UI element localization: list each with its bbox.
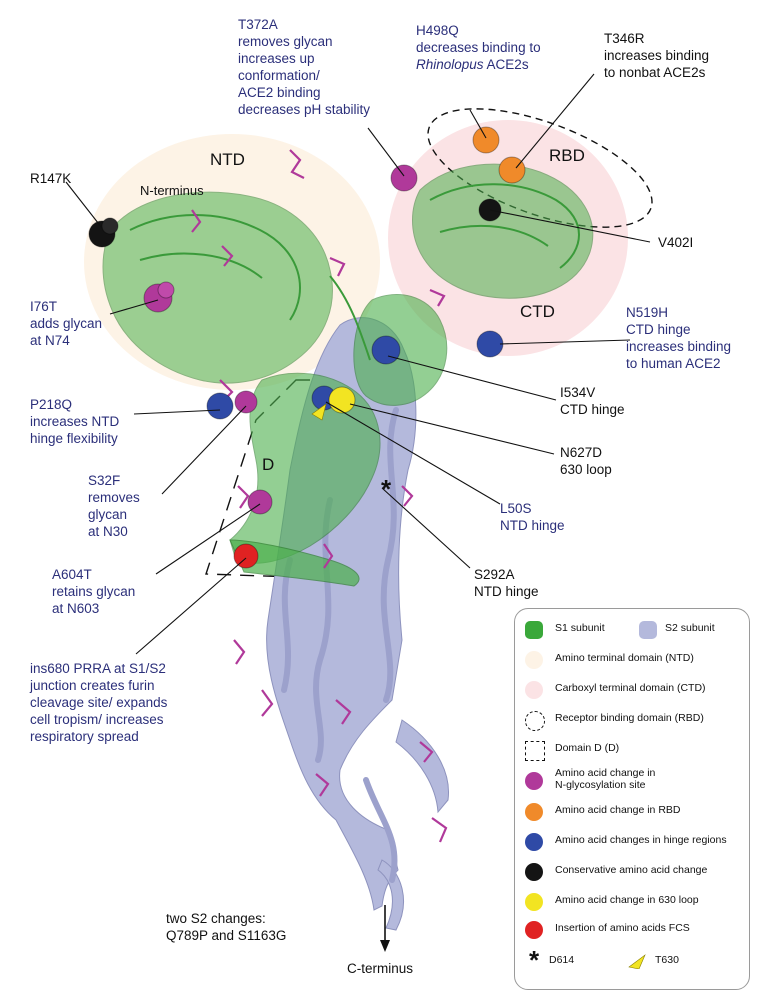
h498q-line2: decreases binding to [416, 40, 541, 55]
n-terminus-label: N-terminus [140, 183, 204, 198]
legend-row-ctd: Carboxyl terminal domain (CTD) [515, 677, 749, 703]
rbd-dashed-circle-swatch [525, 711, 545, 731]
legend-ctd-text: Carboxyl terminal domain (CTD) [555, 682, 706, 694]
legend-conservative-text: Conservative amino acid change [555, 864, 708, 876]
conservative-swatch [525, 863, 543, 881]
p218q-annotation: P218Q increases NTD hinge flexibility [30, 397, 120, 446]
ctd-label: CTD [520, 302, 555, 321]
ntd-swatch [525, 651, 543, 669]
rbd-label: RBD [549, 146, 585, 165]
i76t-annotation: I76T adds glycan at N74 [30, 299, 103, 348]
legend-rbd-change-text: Amino acid change in RBD [555, 804, 681, 816]
legend-s2-text: S2 subunit [665, 622, 715, 634]
hinge-swatch [525, 833, 543, 851]
s2-changes-annotation: two S2 changes: Q789P and S1163G [166, 911, 287, 943]
s1-strand-strokes [129, 183, 580, 361]
legend-row-s2: S2 subunit [635, 617, 749, 643]
c-terminus-label: C-terminus [347, 961, 414, 976]
legend-ntd-text: Amino terminal domain (NTD) [555, 652, 694, 664]
legend-fcs-text: Insertion of amino acids FCS [555, 922, 690, 934]
h498q-line3-italic: Rhinolopus [416, 57, 484, 72]
glyco-swatch [525, 772, 543, 790]
t372a-annotation: T372A removes glycan increases up confor… [238, 17, 371, 117]
rbd-change-swatch [525, 803, 543, 821]
ins680-annotation: ins680 PRRA at S1/S2 junction creates fu… [30, 661, 168, 744]
legend-row-rbd: Receptor binding domain (RBD) [515, 707, 749, 733]
legend-row-domain-d: Domain D (D) [515, 737, 749, 763]
legend-glyco-text: Amino acid change in N-glycosylation sit… [555, 767, 656, 791]
i534v-annotation: I534V CTD hinge [560, 385, 625, 417]
legend-row-rbd-change: Amino acid change in RBD [515, 799, 749, 825]
s2-swatch [639, 621, 657, 639]
t372a-sphere [390, 164, 418, 192]
legend-row-ntd: Amino terminal domain (NTD) [515, 647, 749, 673]
h498q-line1: H498Q [416, 23, 459, 38]
legend-d614-text: D614 [549, 954, 575, 966]
yellow-arrow-icon [628, 954, 646, 969]
t346r-annotation: T346R increases binding to nonbat ACE2s [604, 31, 710, 80]
legend-loop630-text: Amino acid change in 630 loop [555, 894, 699, 906]
h498q-annotation: H498Q decreases binding to Rhinolopus AC… [416, 22, 541, 73]
legend-row-fcs: Insertion of amino acids FCS [515, 917, 749, 943]
domain-d-label: D [262, 455, 275, 474]
s32f-annotation: S32F removes glycan at N30 [88, 473, 140, 539]
s32f-sphere [247, 489, 273, 515]
legend-domain-d-text: Domain D (D) [555, 742, 620, 754]
domain-d-dashed-square-swatch [525, 741, 545, 761]
h498q-line3-rest: ACE2s [483, 57, 529, 72]
loop630-swatch [525, 893, 543, 911]
a604t-annotation: A604T retains glycan at N603 [52, 567, 136, 616]
s1-swatch [525, 621, 543, 639]
legend-row-s1: S1 subunit [515, 617, 749, 643]
legend-s1-text: S1 subunit [555, 622, 605, 634]
legend-hinge-text: Amino acid changes in hinge regions [555, 834, 727, 846]
d614-asterisk-marker: * [381, 474, 392, 504]
fcs-swatch [525, 921, 543, 939]
a604t-ins680-sphere [233, 543, 259, 569]
n519h-sphere [476, 330, 504, 358]
t630-arrow-marker [311, 403, 327, 421]
legend-row-loop630: Amino acid change in 630 loop [515, 889, 749, 915]
s292a-annotation: S292A NTD hinge [474, 567, 539, 599]
legend-row-conservative: Conservative amino acid change [515, 859, 749, 885]
legend-row-glyco: Amino acid change in N-glycosylation sit… [515, 765, 749, 797]
n519h-annotation: N519H CTD hinge increases binding to hum… [626, 305, 732, 371]
residue-spheres [88, 126, 526, 569]
legend-row-markers: * D614 T630 [515, 945, 749, 975]
h498q-sphere [472, 126, 500, 154]
legend-box: S1 subunit S2 subunit Amino terminal dom… [514, 608, 750, 990]
ntd-label: NTD [210, 150, 245, 169]
legend-rbd-text: Receptor binding domain (RBD) [555, 712, 704, 724]
p218q-sphere [206, 392, 234, 420]
leader-lines [65, 73, 651, 655]
i534v-sphere [371, 335, 401, 365]
legend-row-hinge: Amino acid changes in hinge regions [515, 829, 749, 855]
n627d-annotation: N627D 630 loop [560, 445, 612, 477]
n627d-sphere [328, 386, 356, 414]
ctd-swatch [525, 681, 543, 699]
asterisk-icon: * [529, 945, 540, 975]
l50s-annotation: L50S NTD hinge [500, 501, 565, 533]
v402i-annotation: V402I [658, 235, 694, 250]
r147k-annotation: R147K [30, 171, 72, 186]
t346r-sphere [498, 156, 526, 184]
legend-t630-text: T630 [655, 954, 679, 966]
